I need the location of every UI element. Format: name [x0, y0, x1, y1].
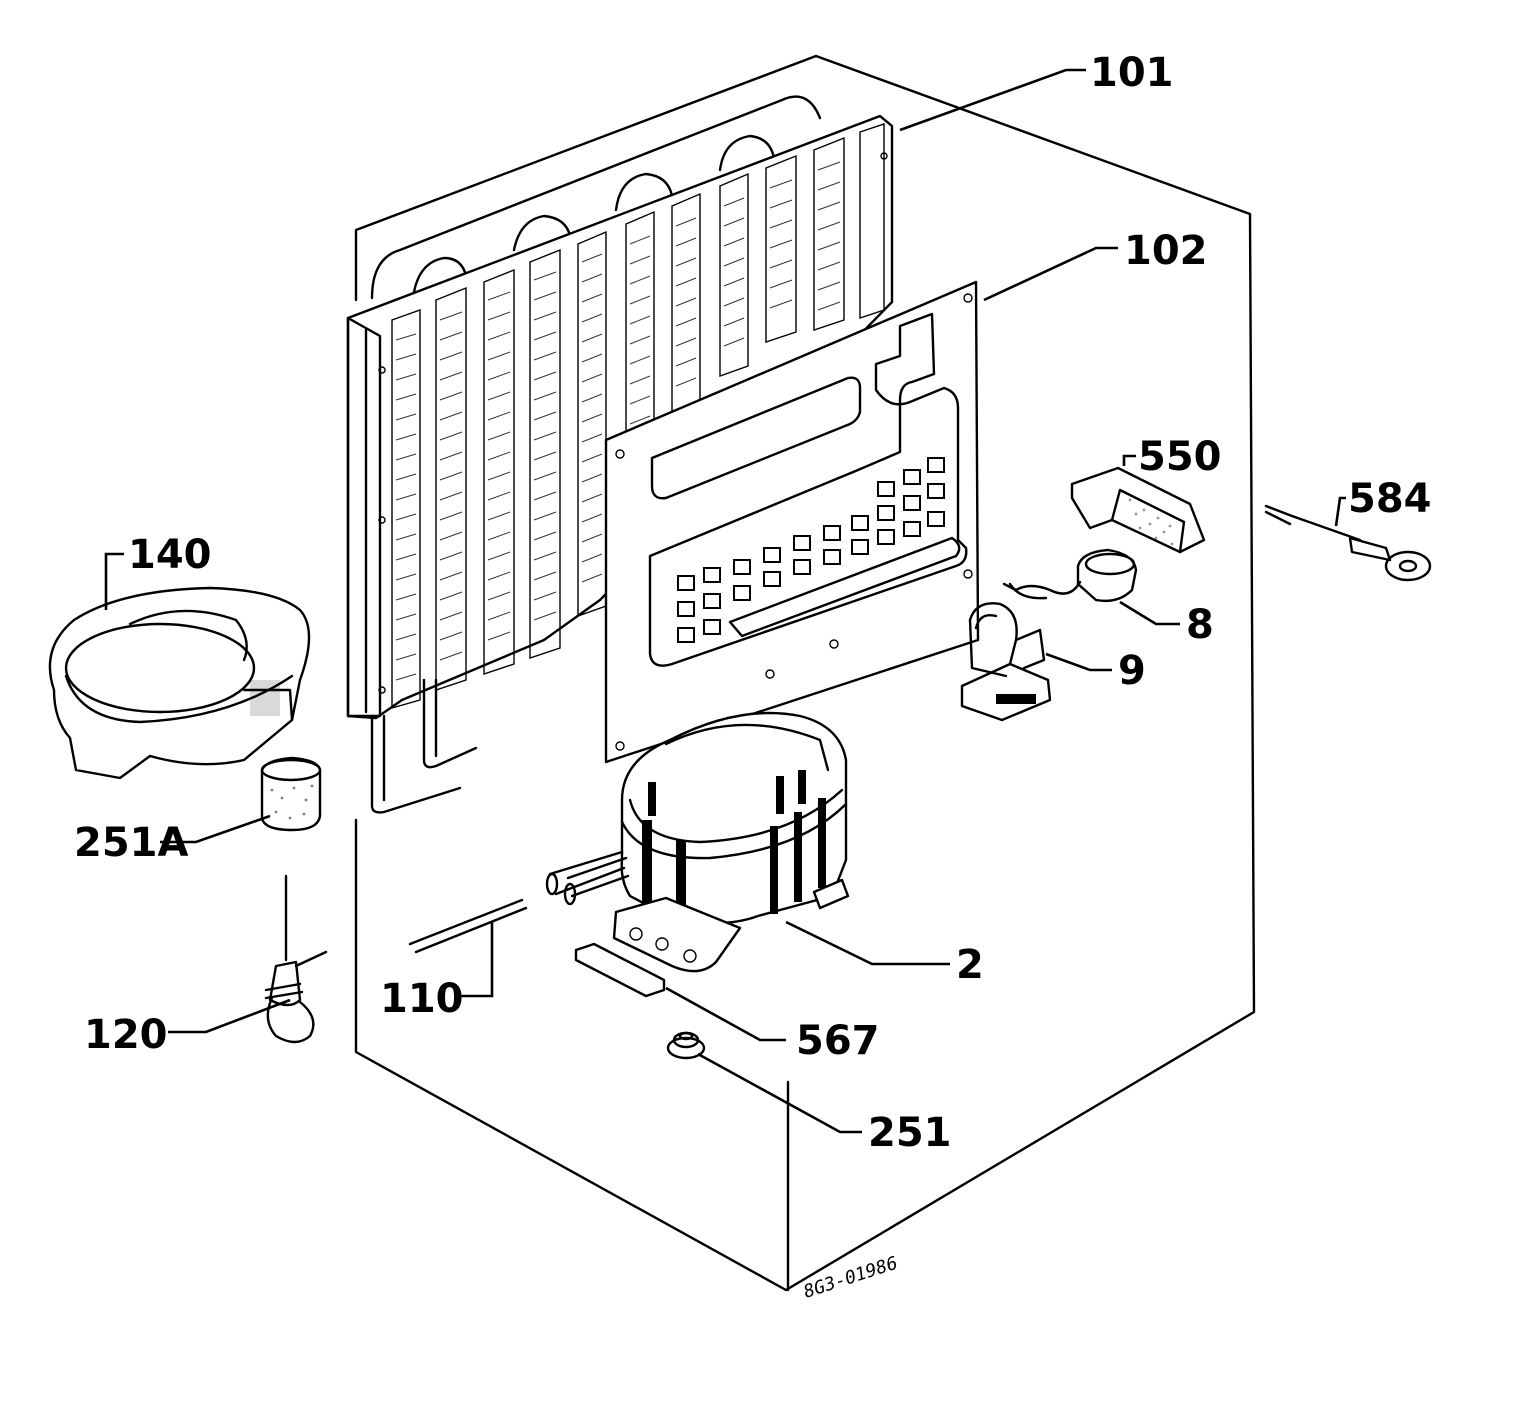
compressor-icon[interactable] [545, 711, 850, 973]
evaporator-plate-icon[interactable] [604, 280, 980, 764]
label-584: 584 [1348, 476, 1432, 522]
label-550: 550 [1138, 434, 1222, 480]
condenser-fins [391, 123, 885, 709]
part-labels: 101 102 550 584 8 9 140 251A 120 110 2 5… [74, 50, 1432, 1156]
label-9: 9 [1118, 648, 1146, 694]
grommet-icon[interactable] [666, 1031, 706, 1060]
overload-protector-icon[interactable] [1002, 548, 1138, 603]
drawing-code: 8G3-01986 [801, 1253, 900, 1303]
plate-embossed-grid [677, 457, 945, 643]
relay-cover-icon[interactable] [1070, 466, 1206, 554]
process-tube-icon[interactable] [408, 898, 528, 954]
label-102: 102 [1124, 228, 1208, 274]
label-251: 251 [868, 1110, 952, 1156]
label-120: 120 [84, 1012, 168, 1058]
drip-tray-icon[interactable] [48, 586, 311, 780]
mounting-plate-icon[interactable] [574, 942, 666, 998]
condenser-icon[interactable] [346, 95, 894, 814]
capillary-tube-icon[interactable] [264, 874, 328, 1044]
cabinet-outline [354, 54, 1256, 1292]
ground-screw-icon[interactable] [1264, 504, 1432, 582]
label-567: 567 [796, 1018, 880, 1064]
label-8: 8 [1186, 602, 1214, 648]
leader-lines [104, 68, 1346, 1134]
filter-drier-icon[interactable] [260, 756, 322, 832]
label-140: 140 [128, 532, 212, 578]
label-110: 110 [380, 976, 464, 1022]
label-251A: 251A [74, 820, 188, 866]
label-101: 101 [1090, 50, 1174, 96]
starter-relay-icon[interactable] [960, 602, 1052, 722]
label-2: 2 [956, 942, 984, 988]
